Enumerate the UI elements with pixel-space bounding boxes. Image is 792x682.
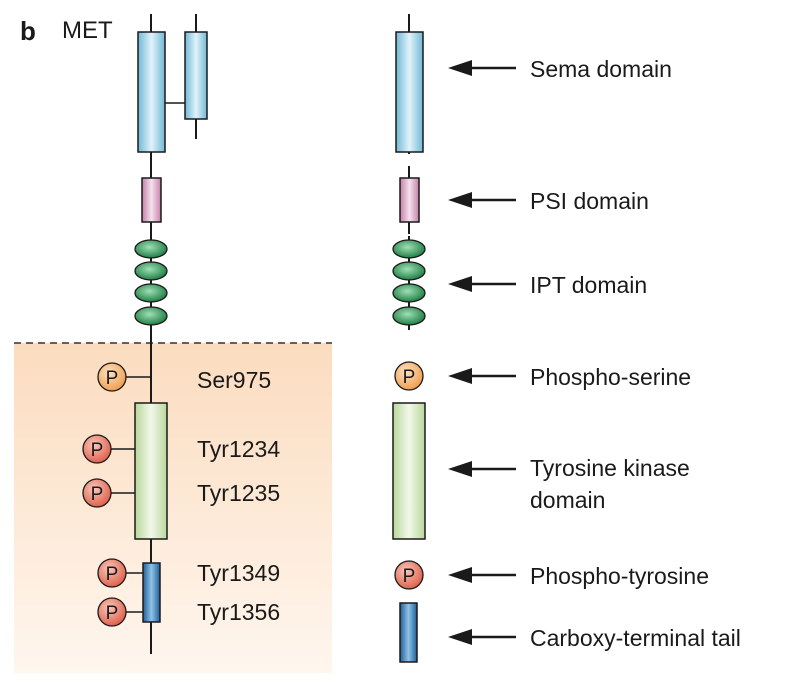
legend-ipt-symbol-4 — [392, 306, 426, 326]
sema-domain-alpha — [137, 31, 166, 153]
phospho-mark: P — [91, 484, 104, 505]
residue-label-tyr1349: Tyr1349 — [197, 560, 280, 586]
residue-label-ser975: Ser975 — [197, 367, 271, 393]
legend-ipt-symbol-2 — [392, 261, 426, 281]
cytoplasm-region — [14, 343, 332, 673]
legend-arrows — [448, 60, 516, 645]
arrow-tail — [448, 629, 516, 645]
residue-label-tyr1356: Tyr1356 — [197, 599, 280, 625]
phospho-tyrosine-marker — [97, 597, 127, 627]
met-receptor: P P P P P — [82, 14, 208, 654]
legend-ipt-symbol-1 — [392, 239, 426, 259]
phospho-mark: P — [403, 367, 416, 388]
arrow-ipt — [448, 276, 516, 292]
phospho-mark: P — [403, 566, 416, 587]
legend-label-psi: PSI domain — [530, 188, 649, 214]
legend-label-tail: Carboxy-terminal tail — [530, 625, 741, 651]
legend-label-tyrosine-kinase-2: domain — [530, 487, 605, 513]
ipt-domain-1 — [134, 239, 168, 259]
residue-label-tyr1235: Tyr1235 — [197, 480, 280, 506]
phospho-mark: P — [106, 368, 119, 389]
arrow-sema — [448, 60, 516, 76]
phospho-serine-marker — [97, 362, 127, 392]
phospho-mark: P — [106, 603, 119, 624]
legend-label-sema: Sema domain — [530, 56, 672, 82]
phospho-mark: P — [91, 440, 104, 461]
legend-tyrosine-kinase-symbol — [392, 402, 426, 540]
legend-label-phospho-tyrosine: Phospho-tyrosine — [530, 563, 709, 589]
sema-domain-beta — [184, 31, 208, 120]
phospho-tyrosine-marker — [82, 434, 112, 464]
legend: P P — [392, 14, 426, 663]
legend-tail-symbol — [399, 602, 418, 663]
legend-label-phospho-serine: Phospho-serine — [530, 364, 691, 390]
ipt-domain-2 — [134, 261, 168, 281]
arrow-phospho-tyrosine — [448, 567, 516, 583]
carboxy-terminal-tail — [142, 562, 161, 623]
legend-sema-symbol — [395, 31, 424, 153]
legend-label-tyrosine-kinase: Tyrosine kinase — [530, 455, 690, 481]
phospho-tyrosine-marker — [82, 478, 112, 508]
protein-name: MET — [62, 17, 113, 44]
arrow-tyrosine-kinase — [448, 461, 516, 477]
arrow-psi — [448, 192, 516, 208]
ipt-domain-3 — [134, 283, 168, 303]
legend-phospho-serine-symbol — [394, 361, 424, 391]
panel-letter: b — [20, 16, 36, 46]
legend-phospho-tyrosine-symbol — [394, 560, 424, 590]
phospho-mark: P — [106, 564, 119, 585]
legend-psi-symbol — [399, 177, 420, 223]
ipt-domain-4 — [134, 306, 168, 326]
residue-label-tyr1234: Tyr1234 — [197, 436, 280, 462]
phospho-tyrosine-marker — [97, 558, 127, 588]
legend-label-ipt: IPT domain — [530, 272, 647, 298]
arrow-phospho-serine — [448, 368, 516, 384]
tyrosine-kinase-domain — [134, 402, 168, 540]
legend-ipt-symbol-3 — [392, 283, 426, 303]
psi-domain — [141, 177, 162, 223]
